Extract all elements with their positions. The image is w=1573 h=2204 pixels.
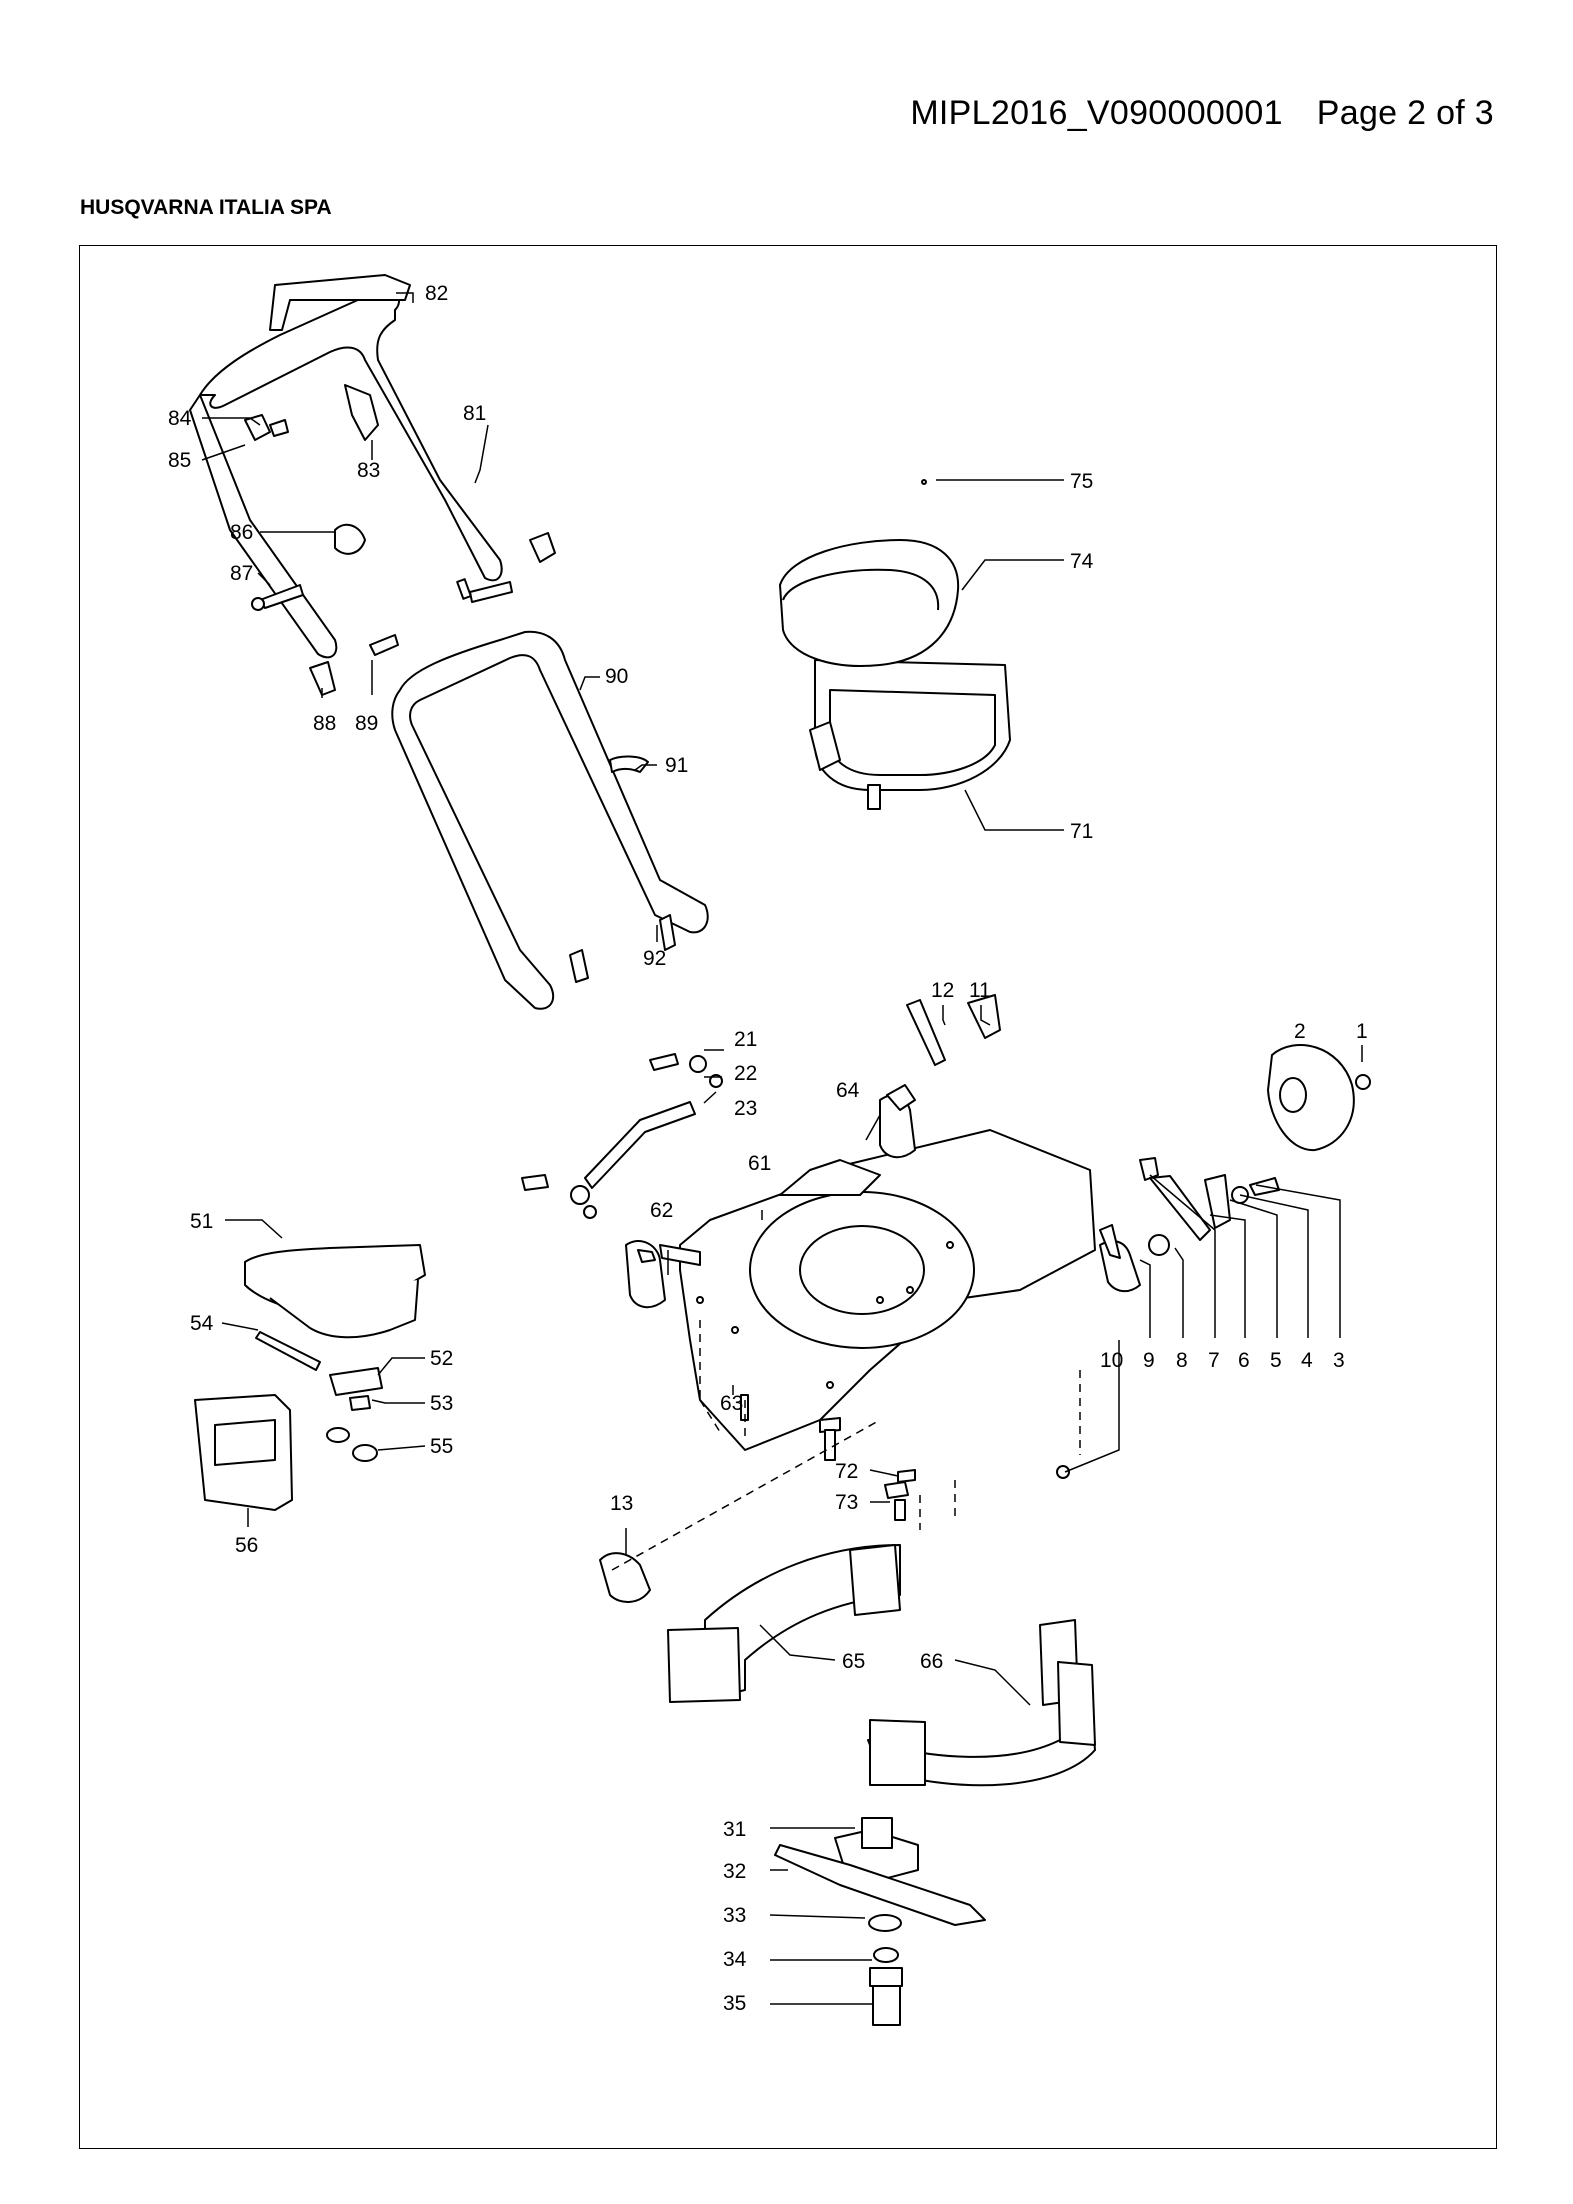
callout-62: 62 [650,1199,673,1222]
callout-53: 53 [430,1392,453,1415]
callout-2: 2 [1294,1020,1306,1043]
callout-7: 7 [1208,1349,1220,1372]
callout-88: 88 [313,712,336,735]
callout-71: 71 [1070,820,1093,843]
callout-85: 85 [168,449,191,472]
assembly-lines [611,1320,1081,1571]
document-header: MIPL2016_V090000001 Page 2 of 3 [0,94,1494,133]
callout-35: 35 [723,1992,746,2015]
callout-73: 73 [835,1491,858,1514]
skirt-parts [667,1544,1096,1787]
callout-55: 55 [430,1435,453,1458]
callout-23: 23 [734,1097,757,1120]
callout-74: 74 [1070,550,1094,573]
callout-22: 22 [734,1062,757,1085]
callout-51: 51 [190,1210,213,1233]
callout-90: 90 [605,665,628,688]
callout-81: 81 [463,402,486,425]
callout-3: 3 [1333,1349,1345,1372]
callout-4: 4 [1301,1349,1313,1372]
leader-lines [201,292,1363,2005]
callout-56: 56 [235,1534,258,1557]
callout-84: 84 [168,407,192,430]
callout-66: 66 [920,1650,943,1673]
engine-part [779,479,1011,810]
callout-21: 21 [734,1028,757,1051]
height-adjust-parts [521,994,1371,1603]
callout-32: 32 [723,1860,746,1883]
company-name: HUSQVARNA ITALIA SPA [80,196,332,219]
document-id: MIPL2016_V090000001 [910,94,1283,132]
callout-5: 5 [1270,1349,1282,1372]
page-indicator: Page 2 of 3 [1316,94,1494,132]
callout-8: 8 [1176,1349,1188,1372]
callout-33: 33 [723,1904,746,1927]
upper-handle-part [189,274,556,696]
callout-12: 12 [931,979,954,1002]
callout-52: 52 [430,1347,453,1370]
callout-82: 82 [425,282,448,305]
callout-86: 86 [230,521,253,544]
callout-61: 61 [748,1152,771,1175]
callout-10: 10 [1100,1349,1123,1372]
callout-75: 75 [1070,470,1093,493]
callout-13: 13 [610,1492,633,1515]
callout-87: 87 [230,562,253,585]
callout-72: 72 [835,1460,858,1483]
callout-65: 65 [842,1650,865,1673]
rear-flap-part [194,1244,426,1511]
lower-handle-part [391,630,709,1010]
callout-83: 83 [357,459,380,482]
callout-91: 91 [665,754,688,777]
callout-9: 9 [1143,1349,1155,1372]
callout-92: 92 [643,947,666,970]
callout-11: 11 [969,979,991,1002]
callout-1: 1 [1356,1020,1368,1043]
blade-assembly-part [774,1817,986,2026]
callout-31: 31 [723,1818,746,1841]
callout-labels: 1 2 3 4 5 6 7 8 9 10 11 12 13 21 22 23 3… [168,282,1368,2015]
diagram-frame [79,245,1497,2149]
callout-89: 89 [355,712,378,735]
callout-34: 34 [723,1948,747,1971]
callout-6: 6 [1238,1349,1250,1372]
callout-54: 54 [190,1312,214,1335]
deck-part [659,1129,1096,1451]
callout-63: 63 [720,1392,743,1415]
callout-64: 64 [836,1079,860,1102]
